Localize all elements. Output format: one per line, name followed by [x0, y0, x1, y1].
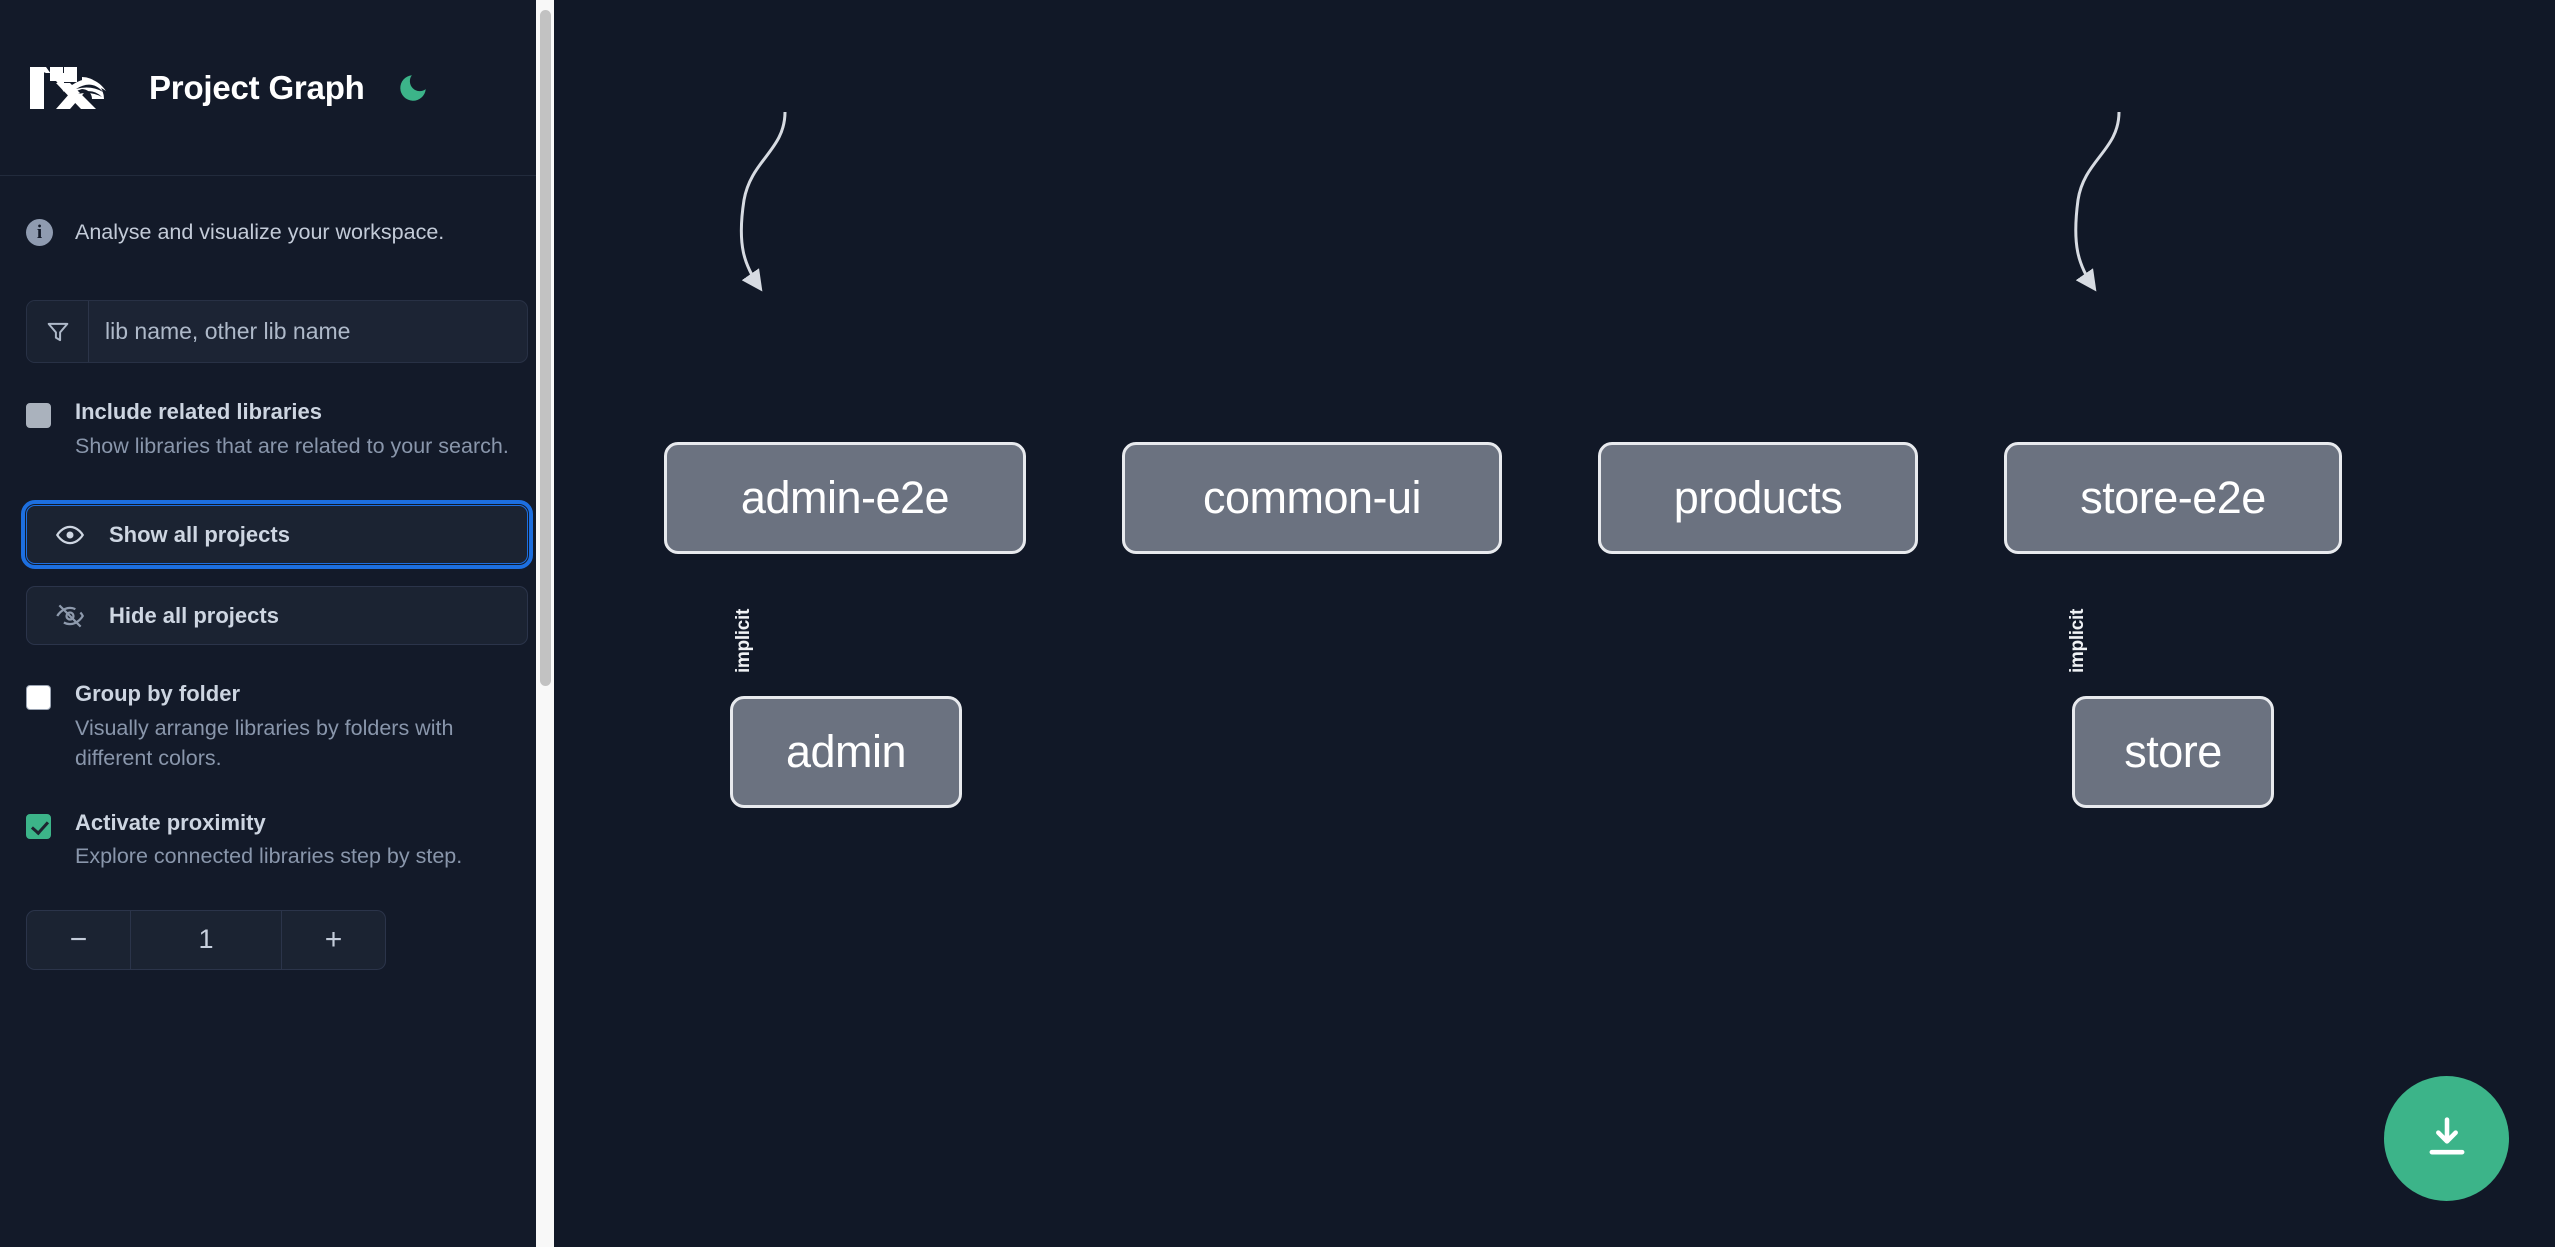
group-by-folder-description: Visually arrange libraries by folders wi… — [75, 715, 454, 771]
option-group-by-folder[interactable]: Group by folder Visually arrange librari… — [26, 681, 528, 774]
graph-node-products[interactable]: products — [1598, 442, 1918, 554]
graph-node-label: store-e2e — [2080, 472, 2266, 523]
sidebar-scrollbar-thumb[interactable] — [540, 10, 551, 686]
eye-off-icon — [53, 601, 87, 631]
proximity-decrement-button[interactable]: − — [27, 910, 131, 969]
option-include-related-libraries[interactable]: Include related libraries Show libraries… — [26, 399, 528, 461]
edge-admin-e2e-to-admin — [739, 111, 787, 292]
workspace-info: i Analyse and visualize your workspace. — [0, 176, 554, 252]
graph-edges — [739, 111, 2121, 292]
eye-icon — [53, 520, 87, 550]
graph-node-admin-e2e[interactable]: admin-e2e — [664, 442, 1026, 554]
show-all-projects-label: Show all projects — [109, 521, 290, 547]
graph-node-label: admin-e2e — [740, 472, 950, 523]
show-all-projects-button[interactable]: Show all projects — [21, 500, 533, 570]
info-icon: i — [26, 218, 53, 246]
graph-node-label: products — [1673, 472, 1843, 523]
sidebar-header: Project Graph — [0, 0, 554, 176]
proximity-value: 1 — [198, 924, 214, 955]
search-filter[interactable] — [26, 300, 528, 363]
group-by-folder-checkbox[interactable] — [26, 685, 51, 711]
group-by-folder-label: Group by folder — [75, 681, 240, 707]
activate-proximity-checkbox[interactable] — [26, 813, 51, 839]
graph-canvas[interactable]: admin-e2e common-ui products store-e2e a… — [554, 0, 2555, 1247]
graph-node-common-ui[interactable]: common-ui — [1122, 442, 1502, 554]
project-visibility-actions: Show all projects Hide all projects — [21, 500, 533, 646]
sidebar: Project Graph i Analyse and visualize yo… — [0, 0, 554, 1247]
option-activate-proximity[interactable]: Activate proximity Explore connected lib… — [26, 810, 528, 872]
graph-node-label: store — [2124, 726, 2222, 777]
nx-logo-icon — [26, 59, 114, 117]
search-input[interactable] — [89, 301, 527, 362]
graph-node-admin[interactable]: admin — [730, 696, 962, 808]
workspace-info-text: Analyse and visualize your workspace. — [75, 219, 445, 244]
download-icon — [2421, 1111, 2473, 1166]
download-image-button[interactable] — [2384, 1076, 2509, 1201]
proximity-stepper[interactable]: − 1 + — [26, 909, 386, 970]
graph-node-store-e2e[interactable]: store-e2e — [2004, 442, 2342, 554]
proximity-increment-button[interactable]: + — [281, 910, 385, 969]
filter-icon — [27, 301, 89, 362]
edge-store-e2e-to-store — [2074, 111, 2121, 292]
sidebar-panel: Include related libraries Show libraries… — [0, 300, 554, 970]
graph-node-store[interactable]: store — [2072, 696, 2274, 808]
activate-proximity-description: Explore connected libraries step by step… — [75, 844, 463, 869]
page-title: Project Graph — [149, 68, 365, 106]
include-related-libraries-description: Show libraries that are related to your … — [75, 433, 509, 458]
hide-all-projects-label: Hide all projects — [109, 602, 279, 628]
moon-icon[interactable] — [393, 68, 433, 108]
hide-all-projects-button[interactable]: Hide all projects — [26, 586, 528, 646]
include-related-libraries-checkbox[interactable] — [26, 403, 51, 428]
graph-node-label: common-ui — [1202, 472, 1422, 523]
activate-proximity-label: Activate proximity — [75, 809, 266, 835]
sidebar-scrollbar-track[interactable] — [536, 0, 554, 1247]
include-related-libraries-label: Include related libraries — [75, 399, 322, 424]
graph-node-label: admin — [785, 726, 907, 777]
